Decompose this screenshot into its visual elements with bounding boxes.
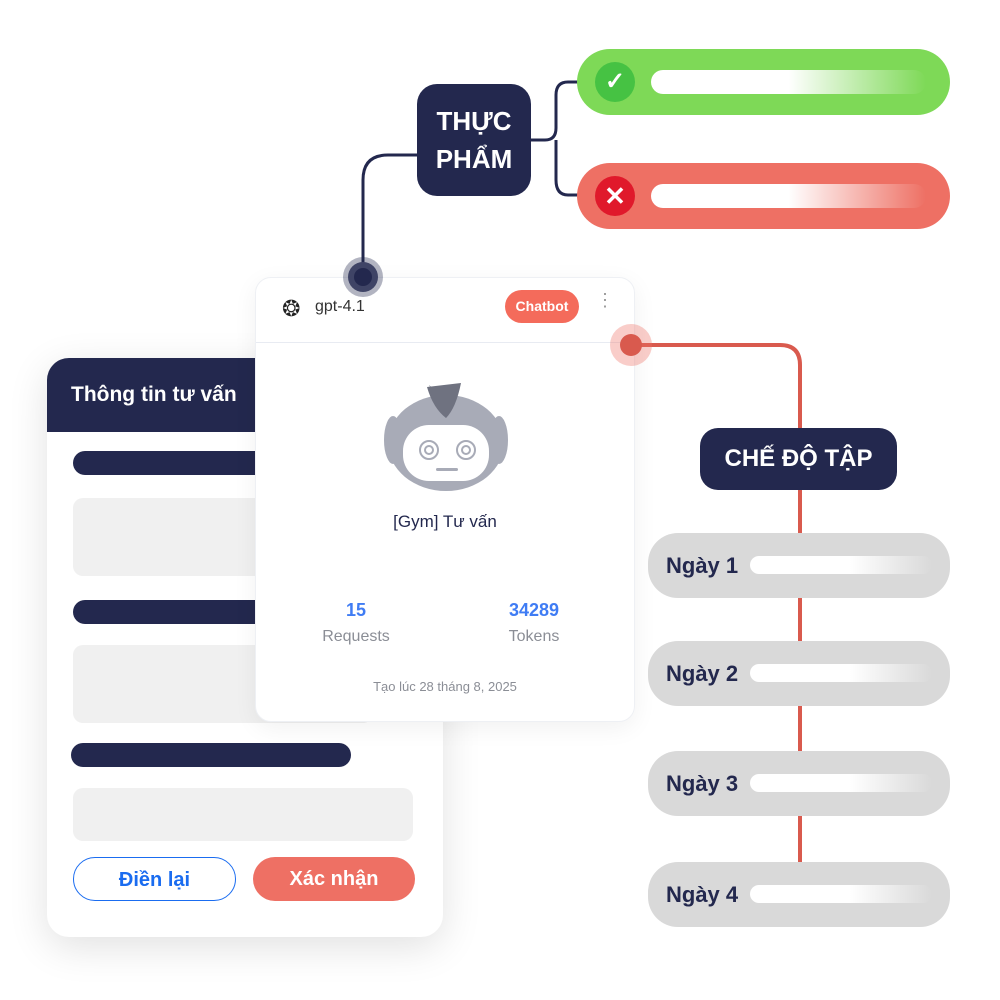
day-item-3: Ngày 3 [648, 751, 950, 816]
x-icon: ✕ [595, 176, 635, 216]
requests-label: Requests [322, 628, 390, 645]
placeholder-bar [750, 885, 932, 903]
day-label: Ngày 4 [666, 882, 739, 907]
connector-dot [620, 334, 642, 356]
connector-dot-core [354, 268, 372, 286]
requests-value: 15 [345, 600, 367, 620]
day-item-1: Ngày 1 [648, 533, 950, 598]
day-label: Ngày 3 [666, 771, 739, 796]
created-date: Tạo lúc 28 tháng 8, 2025 [373, 679, 517, 694]
food-title-2: PHẨM [435, 144, 513, 174]
tokens-label: Tokens [508, 628, 560, 645]
model-name: gpt-4.1 [315, 298, 365, 315]
workout-node: CHẾ ĐỘ TẬP [700, 428, 897, 490]
day-label: Ngày 1 [666, 553, 739, 578]
placeholder-bar [651, 184, 926, 208]
more-options-icon[interactable]: ⋮ [596, 290, 614, 310]
food-forbidden-item: ✕ [577, 163, 950, 229]
placeholder-bar [750, 664, 932, 682]
check-icon: ✓ [595, 62, 635, 102]
robot-avatar-icon [382, 383, 510, 491]
day-item-4: Ngày 4 [648, 862, 950, 927]
food-node: THỰC PHẨM [417, 84, 531, 196]
field-label-bar [71, 743, 351, 767]
day-label: Ngày 2 [666, 661, 739, 686]
bot-name: [Gym] Tư vấn [393, 512, 497, 531]
openai-icon: ❂ [282, 296, 301, 321]
placeholder-bar [750, 556, 932, 574]
placeholder-bar [750, 774, 932, 792]
confirm-button[interactable]: Xác nhận [253, 857, 415, 901]
day-item-2: Ngày 2 [648, 641, 950, 706]
field-input[interactable] [73, 788, 413, 841]
food-allowed-item: ✓ [577, 49, 950, 115]
tokens-value: 34289 [508, 600, 560, 620]
reset-button[interactable]: Điền lại [73, 857, 236, 901]
divider [256, 342, 634, 343]
food-title-1: THỰC [436, 106, 512, 136]
chatbot-badge: Chatbot [505, 290, 579, 323]
placeholder-bar [651, 70, 926, 94]
chatbot-card[interactable]: ❂ gpt-4.1 Chatbot ⋮ [Gym] Tư vấn 15 Requ… [255, 277, 635, 722]
